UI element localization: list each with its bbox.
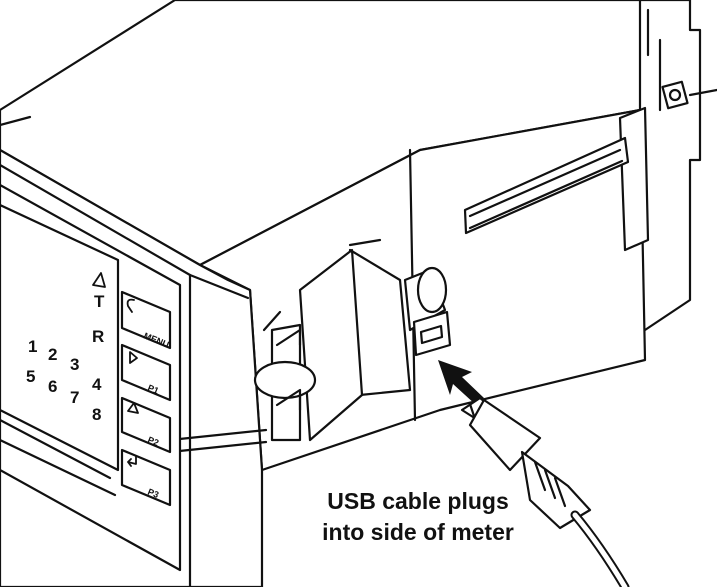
segment-1: 1 [28,337,37,356]
p3-key-label: P3 [146,487,160,500]
caption-line-2: into side of meter [322,519,514,545]
menu-key[interactable] [120,290,172,350]
segment-8: 8 [92,405,101,424]
up-arrow-icon [127,402,139,414]
indicator-r: R [92,327,104,346]
usb-cable [460,396,630,587]
p3-key[interactable] [120,448,172,507]
enter-icon [127,455,137,467]
indicator-t: T [94,292,105,311]
segment-5: 5 [26,367,35,386]
insertion-arrow [438,360,484,405]
keypad [120,290,172,507]
usb-port [412,310,452,357]
display-digits: T R 1 2 3 4 5 6 7 8 [26,292,105,424]
printer-slot [463,106,650,252]
p1-key-label: P1 [146,383,160,396]
p2-key[interactable] [120,396,172,454]
side-connector-plug [253,238,412,442]
rotate-icon [126,298,135,313]
play-icon [129,351,138,364]
segment-2: 2 [48,345,57,364]
segment-7: 7 [70,388,79,407]
segment-4: 4 [92,375,102,394]
up-indicator-icon [92,272,106,288]
display-window [0,203,120,497]
usb-caption: USB cable plugs into side of meter [268,486,568,548]
segment-6: 6 [48,377,57,396]
p1-key[interactable] [120,343,172,402]
side-knob [403,266,448,332]
p2-key-label: P2 [146,435,160,448]
caption-line-1: USB cable plugs [327,488,509,514]
segment-3: 3 [70,355,79,374]
